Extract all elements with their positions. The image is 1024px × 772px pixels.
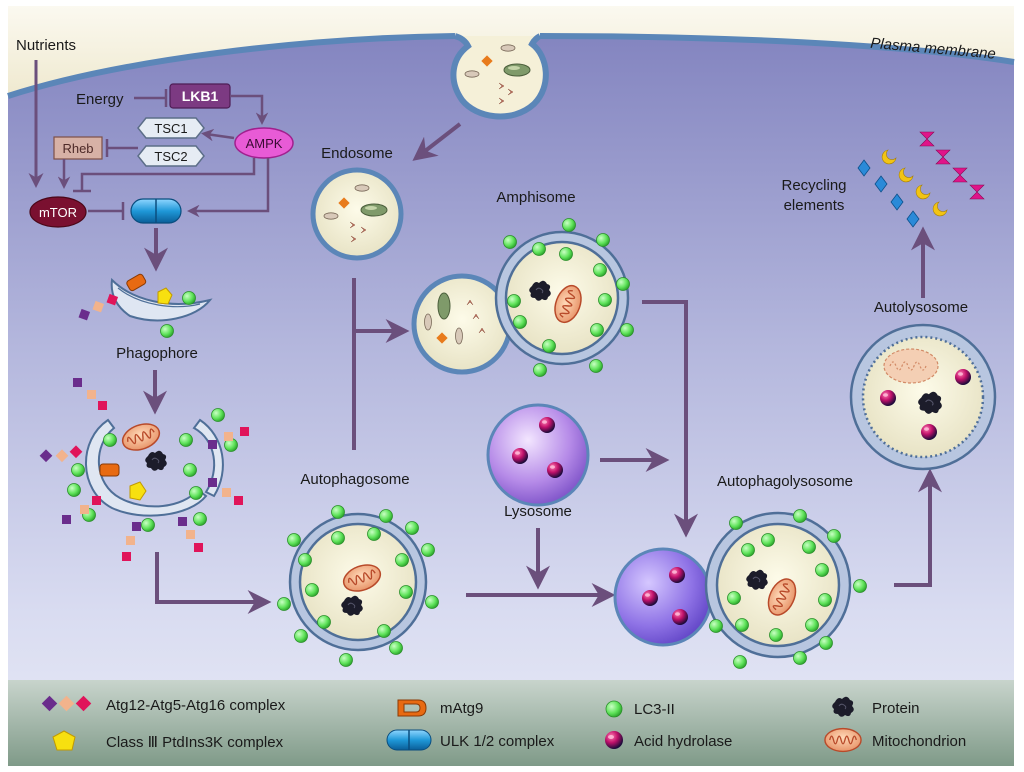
tsc1-label: TSC1: [154, 121, 187, 136]
legend-label: mAtg9: [440, 700, 483, 717]
endosome: [310, 167, 404, 261]
ulk-complex-icon: [386, 729, 432, 751]
legend-label: Class Ⅲ PtdIns3K complex: [106, 734, 284, 751]
nutrients-label: Nutrients: [16, 37, 76, 54]
legend-item-mitochondrion: Mitochondrion: [824, 727, 966, 753]
matg9-icon: [397, 699, 427, 717]
isolation-to-autophagosome-arrow: [155, 552, 272, 614]
legend-item-lc3: LC3-II: [605, 700, 675, 718]
legend-item-matg9: mAtg9: [397, 699, 483, 717]
lkb1-label: LKB1: [182, 88, 219, 104]
ampk-label: AMPK: [246, 136, 283, 151]
lysosome-label: Lysosome: [504, 503, 572, 520]
tsc2-node: TSC2: [137, 145, 205, 167]
recycling-label-line1: Recycling: [781, 177, 846, 194]
legend-item-ulk-complex: ULK 1/2 complex: [386, 729, 555, 751]
lkb1-node: LKB1: [169, 83, 231, 109]
autophagolysosome: [613, 509, 867, 669]
legend-label: Atg12-Atg5-Atg16 complex: [106, 697, 286, 714]
rheb-node: Rheb: [53, 136, 103, 160]
ulk-complex-node: [130, 198, 182, 224]
legend-item-pi3k-complex: Class Ⅲ PtdIns3K complex: [52, 730, 284, 751]
rheb-label: Rheb: [62, 141, 93, 156]
amphisome-to-autophagolysosome-arrow: [642, 300, 698, 538]
extracellular-space: [8, 6, 1014, 96]
amphisome: [411, 218, 634, 377]
lc3-icon: [605, 700, 623, 718]
tsc1-node: TSC1: [137, 117, 205, 139]
phagophore-label: Phagophore: [116, 345, 198, 362]
pi3k-complex-icon: [52, 730, 76, 751]
acid-hydrolase-icon: [605, 731, 623, 749]
legend-label: Protein: [872, 700, 920, 717]
legend-item-protein: Protein: [831, 696, 920, 718]
autophagosome: [277, 505, 439, 667]
autolysosome: [849, 323, 997, 471]
ampk-to-tsc-arrow: [201, 128, 235, 142]
isolation-membrane: [67, 408, 238, 532]
recycling-label-line2: elements: [784, 197, 845, 214]
mtor-node: mTOR: [29, 196, 87, 228]
legend-label: Acid hydrolase: [634, 733, 732, 750]
endosome-label: Endosome: [321, 145, 393, 162]
atg-complex-icon: [41, 695, 92, 712]
phagophore: [78, 273, 213, 338]
amphisome-label: Amphisome: [496, 189, 575, 206]
mitochondrion-icon: [824, 727, 862, 753]
ampk-node: AMPK: [234, 127, 294, 159]
autophagosome-label: Autophagosome: [300, 471, 409, 488]
lkb1-to-ampk-arrow: [230, 94, 269, 125]
lysosome: [486, 403, 590, 507]
autolysosome-label: Autolysosome: [874, 299, 968, 316]
legend-item-acid-hydrolase: Acid hydrolase: [605, 731, 732, 750]
plasma-membrane-left: [7, 33, 456, 99]
tsc2-label: TSC2: [154, 149, 187, 164]
to-autolysosome-arrow: [894, 468, 942, 587]
recycling-elements: [857, 131, 985, 228]
endocytic-vesicle: [450, 33, 549, 120]
legend-label: ULK 1/2 complex: [440, 733, 555, 750]
arrow-to-endosome: [412, 122, 462, 161]
ampk-to-ulk-arrow: [187, 158, 270, 218]
autophagolysosome-label: Autophagolysosome: [717, 473, 853, 490]
plasma-membrane-right: [539, 33, 1015, 65]
legend-label: LC3-II: [634, 701, 675, 718]
legend-panel: [8, 680, 1014, 766]
legend-label: Mitochondrion: [872, 733, 966, 750]
ampk-inhibit-mtor: [80, 158, 256, 190]
energy-label: Energy: [76, 91, 124, 108]
mtor-label: mTOR: [39, 205, 77, 220]
